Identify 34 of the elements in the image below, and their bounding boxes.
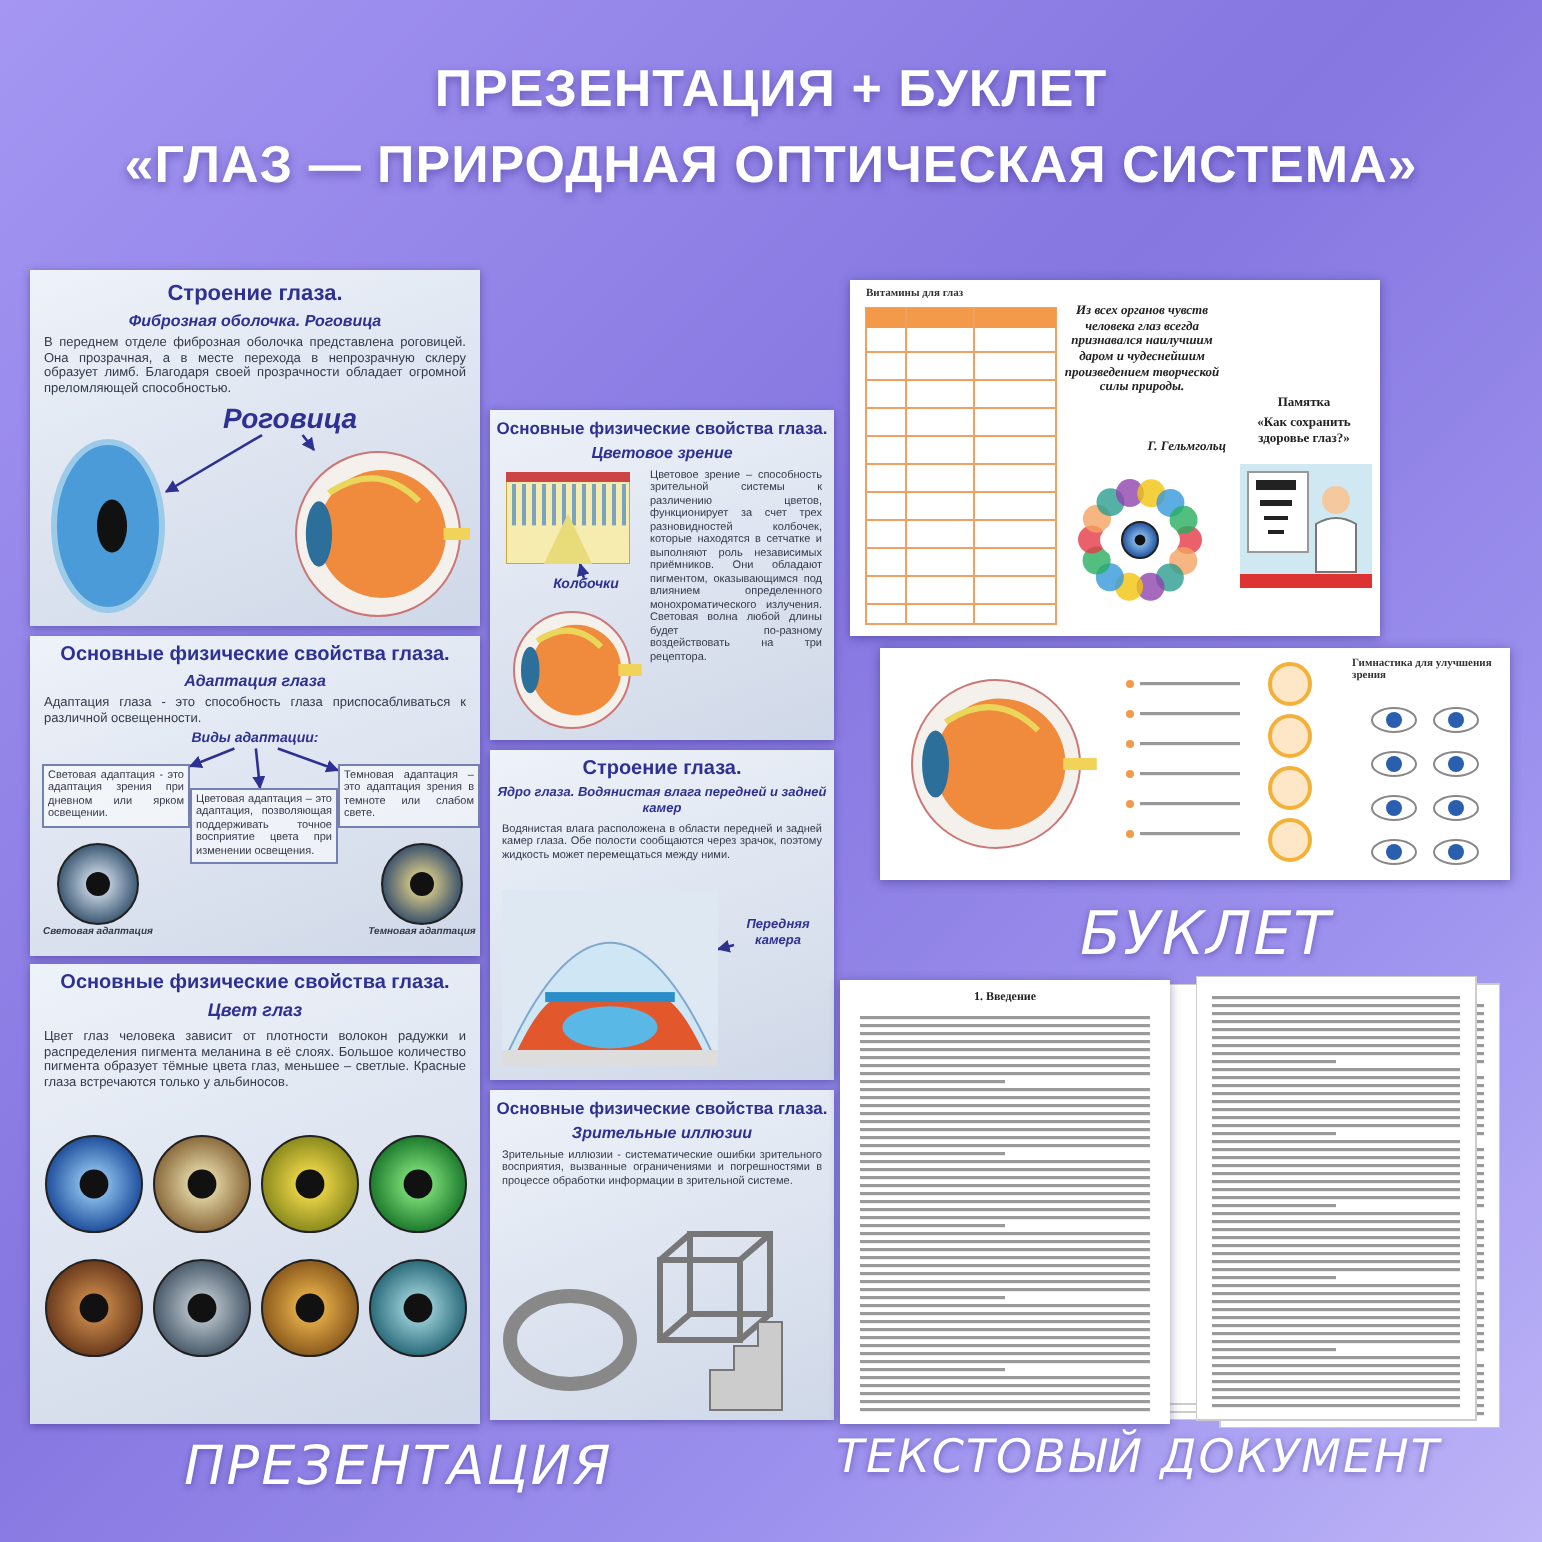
booklet-page bbox=[880, 648, 1510, 880]
slide-subtitle: Цветовое зрение bbox=[589, 444, 735, 463]
slide-title: Основные физические свойства глаза. bbox=[494, 1098, 830, 1119]
slide-title: Основные физические свойства глаза. bbox=[58, 972, 452, 996]
section-label: ТЕКСТОВЫЙ ДОКУМЕНТ bbox=[836, 1432, 1444, 1487]
slide-subtitle: Адаптация глаза bbox=[182, 672, 328, 691]
arrow bbox=[301, 434, 316, 452]
slide-panel bbox=[30, 636, 480, 956]
slide-panel bbox=[30, 270, 480, 626]
slide-panel bbox=[30, 964, 480, 1424]
slide-panel bbox=[490, 410, 834, 740]
eye-drawing bbox=[50, 438, 166, 614]
callout-label: Роговица bbox=[200, 402, 380, 436]
arrow bbox=[277, 747, 340, 773]
arrow bbox=[164, 433, 263, 493]
slide-title: Основные физические свойства глаза. bbox=[58, 644, 452, 668]
slide-subtitle: Зрительные иллюзии bbox=[569, 1124, 755, 1143]
arrow bbox=[716, 940, 735, 953]
slide-panel bbox=[490, 1090, 834, 1420]
section-label: БУКЛЕТ bbox=[1080, 900, 1336, 971]
slide-panel bbox=[490, 750, 834, 1080]
slide-subtitle: Цвет глаз bbox=[205, 1000, 305, 1022]
eye-cross-section-drawing bbox=[502, 890, 718, 1066]
slide-title: Строение глаза. bbox=[165, 282, 345, 308]
arrow bbox=[576, 562, 590, 579]
document-page bbox=[840, 980, 1170, 1424]
title: ПРЕЗЕНТАЦИЯ + БУКЛЕТ «ГЛАЗ — ПРИРОДНАЯ ОПТИЧЕСКАЯ СИСТЕМА» bbox=[122, 56, 1420, 198]
section-label: ПРЕЗЕНТАЦИЯ bbox=[184, 1436, 615, 1500]
slide-title: Основные физические свойства глаза. bbox=[494, 418, 830, 439]
arrow bbox=[188, 747, 235, 768]
slide-subtitle: Фиброзная оболочка. Роговица bbox=[126, 312, 384, 331]
arrow bbox=[252, 748, 266, 790]
retina-drawing bbox=[506, 472, 630, 564]
slide-title: Строение глаза. bbox=[580, 758, 744, 782]
